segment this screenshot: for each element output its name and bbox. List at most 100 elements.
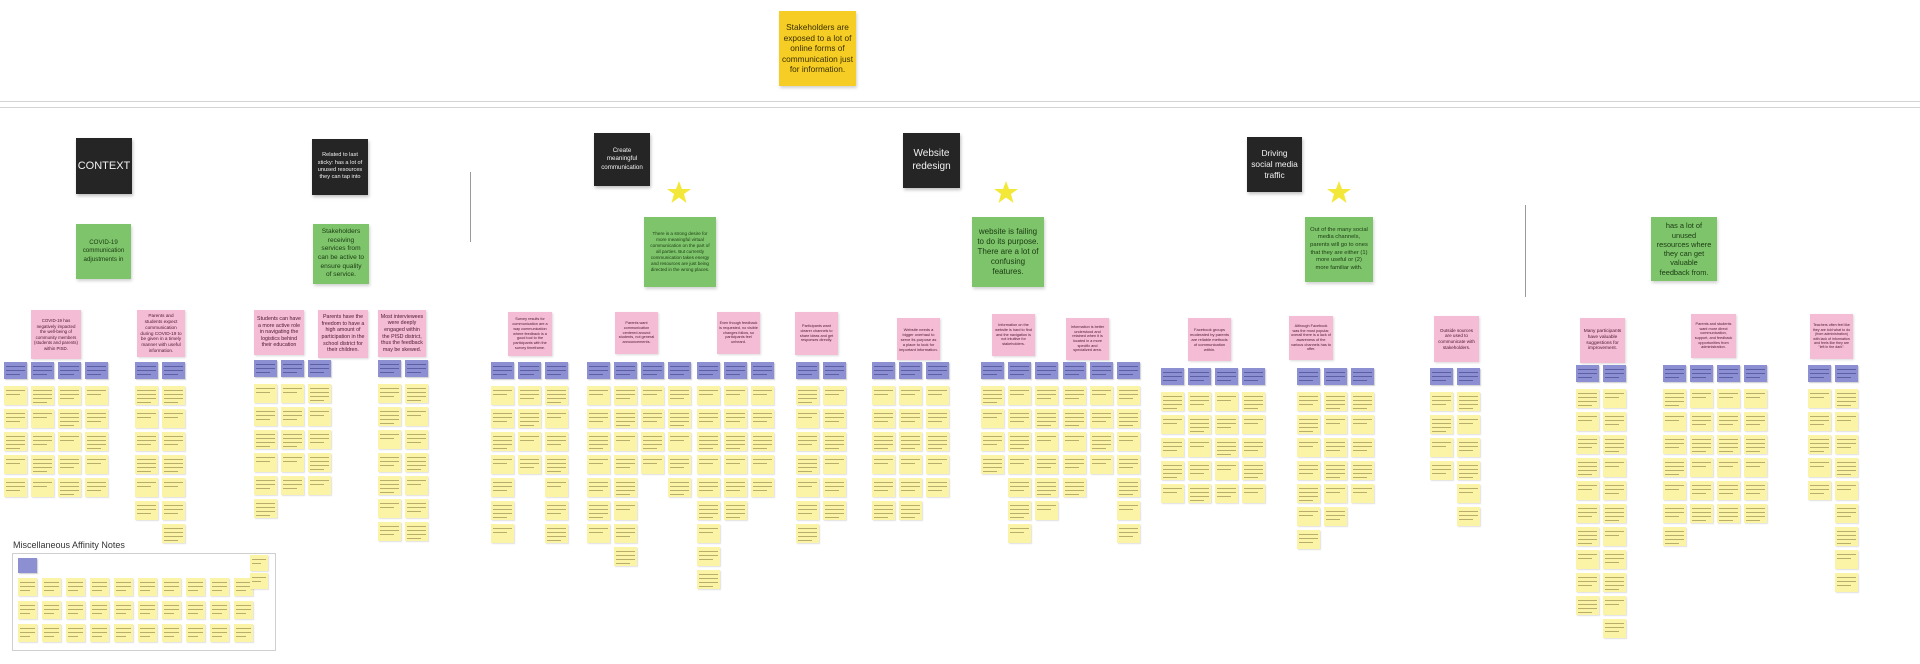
observation-note[interactable] [926, 478, 949, 497]
observation-note[interactable] [254, 407, 277, 426]
observation-note[interactable] [1035, 432, 1058, 451]
observation-note[interactable] [1603, 550, 1626, 569]
observation-note[interactable] [18, 624, 37, 642]
observation-note[interactable] [4, 478, 27, 497]
observation-note[interactable] [587, 501, 610, 520]
observation-note[interactable] [1717, 504, 1740, 523]
observation-note[interactable] [162, 524, 185, 543]
participant-tag[interactable] [378, 360, 401, 377]
observation-note[interactable] [1576, 458, 1599, 477]
participant-tag[interactable] [1297, 368, 1320, 385]
observation-note[interactable] [31, 432, 54, 451]
insight-note-resources[interactable]: Stakeholders receiving services from can… [313, 224, 369, 284]
observation-note[interactable] [1008, 409, 1031, 428]
observation-note[interactable] [1430, 392, 1453, 411]
observation-note[interactable] [1008, 386, 1031, 405]
observation-note[interactable] [186, 601, 205, 619]
observation-note[interactable] [114, 578, 133, 596]
participant-tag[interactable] [823, 362, 846, 379]
observation-note[interactable] [210, 578, 229, 596]
observation-note[interactable] [1035, 386, 1058, 405]
observation-note[interactable] [491, 409, 514, 428]
observation-note[interactable] [1035, 478, 1058, 497]
participant-tag[interactable] [1603, 365, 1626, 382]
observation-note[interactable] [1603, 389, 1626, 408]
participant-tag[interactable] [697, 362, 720, 379]
participant-tag[interactable] [254, 360, 277, 377]
theme-box-social-media[interactable]: Driving social media traffic [1247, 137, 1302, 192]
observation-note[interactable] [796, 501, 819, 520]
observation-note[interactable] [587, 409, 610, 428]
participant-tag[interactable] [85, 362, 108, 379]
observation-note[interactable] [926, 386, 949, 405]
observation-note[interactable] [1744, 412, 1767, 431]
observation-note[interactable] [1576, 504, 1599, 523]
observation-note[interactable] [135, 409, 158, 428]
participant-tag[interactable] [899, 362, 922, 379]
observation-note[interactable] [162, 409, 185, 428]
observation-note[interactable] [378, 476, 401, 495]
participant-tag[interactable] [1090, 362, 1113, 379]
observation-note[interactable] [668, 478, 691, 497]
observation-note[interactable] [724, 455, 747, 474]
participant-tag[interactable] [1690, 365, 1713, 382]
observation-note[interactable] [1717, 481, 1740, 500]
observation-note[interactable] [1188, 415, 1211, 434]
observation-note[interactable] [405, 407, 428, 426]
finding-note[interactable]: Most interviewees were deeply engaged wi… [378, 310, 426, 357]
observation-note[interactable] [281, 453, 304, 472]
observation-note[interactable] [234, 578, 253, 596]
observation-note[interactable] [378, 453, 401, 472]
observation-note[interactable] [641, 409, 664, 428]
observation-note[interactable] [751, 386, 774, 405]
observation-note[interactable] [1117, 524, 1140, 543]
observation-note[interactable] [1242, 461, 1265, 480]
participant-tag[interactable] [1744, 365, 1767, 382]
finding-note[interactable]: Information is better understood and ret… [1066, 318, 1109, 360]
observation-note[interactable] [1603, 458, 1626, 477]
observation-note[interactable] [85, 455, 108, 474]
observation-note[interactable] [981, 386, 1004, 405]
participant-tag[interactable] [751, 362, 774, 379]
observation-note[interactable] [1035, 501, 1058, 520]
participant-tag[interactable] [1242, 368, 1265, 385]
finding-note[interactable]: Parents and students want more direct co… [1691, 314, 1736, 358]
insight-note-website[interactable]: website is failing to do its purpose. Th… [972, 217, 1044, 287]
observation-note[interactable] [823, 432, 846, 451]
observation-note[interactable] [1576, 596, 1599, 615]
observation-note[interactable] [281, 407, 304, 426]
finding-note[interactable]: Facebook groups moderated by parents are… [1188, 318, 1231, 361]
observation-note[interactable] [1351, 438, 1374, 457]
observation-note[interactable] [66, 624, 85, 642]
observation-note[interactable] [1576, 481, 1599, 500]
observation-note[interactable] [1717, 458, 1740, 477]
observation-note[interactable] [1297, 461, 1320, 480]
observation-note[interactable] [518, 409, 541, 428]
observation-note[interactable] [641, 455, 664, 474]
observation-note[interactable] [1744, 389, 1767, 408]
observation-note[interactable] [85, 386, 108, 405]
observation-note[interactable] [1663, 527, 1686, 546]
observation-note[interactable] [1090, 409, 1113, 428]
observation-note[interactable] [1297, 484, 1320, 503]
participant-tag[interactable] [518, 362, 541, 379]
observation-note[interactable] [796, 386, 819, 405]
observation-note[interactable] [1663, 412, 1686, 431]
observation-note[interactable] [1835, 527, 1858, 546]
observation-note[interactable] [1576, 550, 1599, 569]
observation-note[interactable] [545, 501, 568, 520]
observation-note[interactable] [308, 453, 331, 472]
observation-note[interactable] [1603, 596, 1626, 615]
observation-note[interactable] [1008, 455, 1031, 474]
observation-note[interactable] [1008, 501, 1031, 520]
headline-sticky-note[interactable]: Stakeholders are exposed to a lot of onl… [779, 11, 856, 86]
insight-note-context[interactable]: COVID-19 communication adjustments in [76, 224, 131, 279]
observation-note[interactable] [254, 453, 277, 472]
observation-note[interactable] [42, 578, 61, 596]
observation-note[interactable] [697, 386, 720, 405]
observation-note[interactable] [1835, 412, 1858, 431]
observation-note[interactable] [796, 432, 819, 451]
observation-note[interactable] [1690, 458, 1713, 477]
observation-note[interactable] [823, 501, 846, 520]
observation-note[interactable] [1808, 412, 1831, 431]
